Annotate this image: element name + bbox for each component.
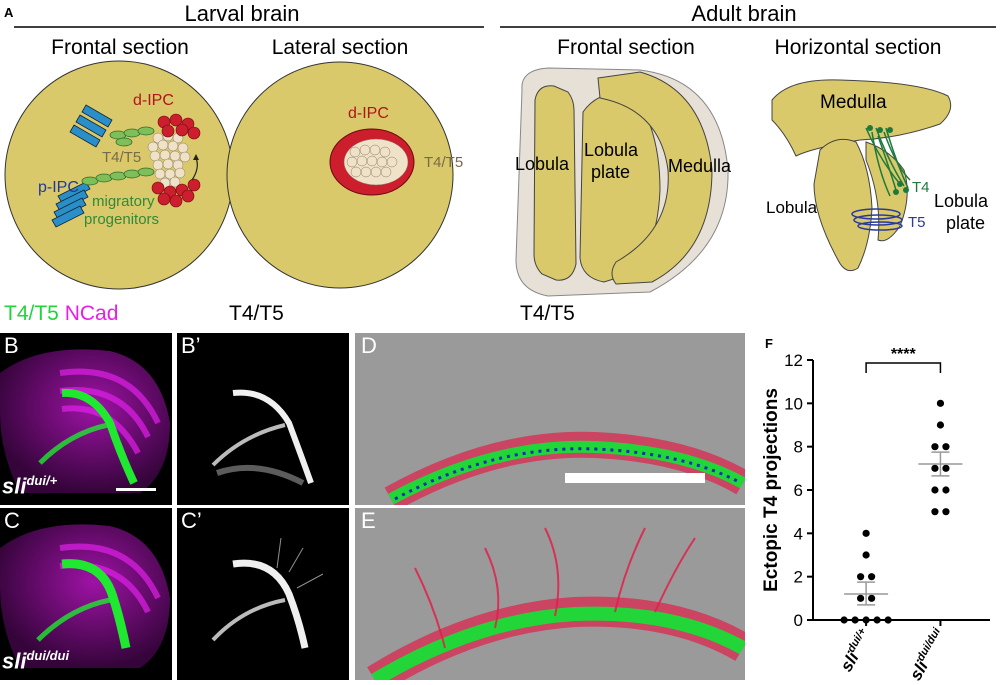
label-d-ipc-lateral: d-IPC	[348, 105, 389, 122]
larval-frontal-section-title: Frontal section	[51, 36, 189, 59]
label-medulla-adult-frontal: Medulla	[668, 156, 732, 176]
data-point	[942, 508, 950, 516]
genotype-b: slidui/+	[2, 473, 57, 499]
data-point	[857, 573, 865, 581]
y-tick-label: 4	[794, 524, 803, 543]
data-point	[840, 616, 848, 624]
label-e: E	[361, 508, 376, 533]
y-tick-label: 0	[794, 611, 803, 630]
label-p-ipc: p-IPC	[38, 179, 79, 196]
y-tick-label: 6	[794, 481, 803, 500]
genotype-c-sup: dui/dui	[26, 648, 70, 663]
y-tick-label: 8	[794, 438, 803, 457]
data-point	[942, 486, 950, 494]
adult-frontal-diagram: Lobula Lobula plate Medulla	[515, 67, 732, 297]
larval-brain-title: Larval brain	[185, 1, 300, 26]
migratory-progenitors	[81, 126, 155, 186]
genotype-b-base: sli	[2, 473, 27, 499]
label-d-ipc-frontal: d-IPC	[133, 92, 174, 109]
data-point	[884, 616, 892, 624]
label-migratory: migratory	[92, 193, 155, 210]
d-ipc-cells	[151, 113, 201, 208]
medulla-shape	[597, 71, 713, 285]
data-point	[936, 421, 945, 429]
panel-a-letter: A	[4, 5, 14, 20]
label-lobula-plate-horizontal-1: Lobula	[934, 191, 989, 211]
label-medulla-horizontal: Medulla	[820, 92, 887, 113]
panel-a: A Larval brain Adult brain Frontal secti…	[4, 1, 996, 297]
genotype-c: slidui/dui	[2, 648, 69, 674]
label-lobula-horizontal: Lobula	[766, 198, 818, 217]
label-progenitors: progenitors	[84, 211, 159, 228]
y-tick-label: 2	[794, 568, 803, 587]
p-ipc-cells	[51, 104, 113, 228]
larval-frontal-diagram: d-IPC T4/T5 p-IPC migratory progenitors	[4, 60, 234, 290]
label-t5: T5	[908, 214, 926, 231]
data-point	[868, 594, 876, 602]
label-cprime: C’	[181, 508, 202, 533]
label-lobula-adult-frontal: Lobula	[515, 154, 570, 174]
label-lobula-plate-horizontal-2: plate	[946, 213, 985, 233]
data-point	[851, 616, 859, 624]
label-bprime: B’	[181, 333, 201, 358]
micrograph-e: E	[355, 508, 745, 680]
larval-lateral-section-title: Lateral section	[272, 36, 409, 59]
x-category-label: slidui/dui	[905, 625, 950, 683]
adult-horizontal-section-title: Horizontal section	[775, 36, 942, 59]
data-point	[942, 443, 950, 451]
significance-bracket	[865, 362, 942, 373]
lobula-horizontal	[813, 138, 873, 272]
micrograph-cprime: C’	[177, 508, 349, 680]
label-t4t5-lateral: T4/T5	[424, 154, 463, 171]
stain-magenta-label: NCad	[64, 302, 119, 325]
y-axis-label: Ectopic T4 projections	[761, 388, 782, 592]
label-t4t5-frontal: T4/T5	[102, 149, 141, 166]
t4t5-cluster	[147, 130, 191, 189]
data-point	[862, 616, 870, 624]
larval-lateral-diagram: d-IPC T4/T5	[226, 61, 463, 289]
genotype-c-base: sli	[2, 648, 27, 674]
bprime-title: T4/T5	[229, 302, 284, 325]
data-point	[868, 573, 876, 581]
data-point	[931, 486, 939, 494]
data-point	[936, 399, 945, 407]
micrograph-b: B slidui/+	[0, 333, 172, 505]
stain-green-label: T4/T5	[4, 302, 59, 325]
y-tick-label: 10	[784, 394, 803, 413]
label-t4: T4	[912, 179, 930, 196]
data-point	[931, 508, 939, 516]
micrograph-bprime: B’	[177, 333, 349, 505]
data-point	[873, 616, 881, 624]
data-point	[862, 551, 870, 559]
panel-f-letter: F	[765, 336, 773, 351]
micrograph-c: C slidui/dui	[0, 508, 172, 680]
data-point	[942, 464, 950, 472]
adult-horizontal-diagram: Medulla T4 T5 Lobula Lobula plate	[766, 79, 989, 272]
label-b: B	[4, 333, 19, 358]
significance-label: ****	[891, 346, 917, 363]
label-c: C	[4, 508, 20, 533]
lobula-shape	[533, 85, 577, 281]
label-lobula-plate-2: plate	[591, 162, 630, 182]
data-point	[931, 443, 939, 451]
d-title: T4/T5	[520, 302, 575, 325]
t5-neurons	[851, 208, 903, 231]
t4-neurons	[865, 127, 911, 197]
lateral-t4t5-core	[343, 138, 409, 186]
stain-title: T4/T5 NCad	[4, 302, 118, 326]
adult-frontal-section-title: Frontal section	[557, 36, 695, 59]
adult-brain-title: Adult brain	[691, 1, 796, 26]
data-point	[857, 594, 865, 602]
data-point	[862, 529, 870, 537]
medulla-horizontal	[771, 79, 952, 157]
label-lobula-plate-1: Lobula	[584, 140, 639, 160]
x-category-label: slidui/+	[836, 626, 876, 675]
y-tick-label: 12	[784, 351, 803, 370]
data-point	[931, 464, 939, 472]
genotype-b-sup: dui/+	[26, 473, 58, 488]
label-d: D	[361, 333, 377, 358]
micrograph-d: D	[355, 333, 745, 505]
lobula-plate-horizontal	[865, 141, 908, 242]
